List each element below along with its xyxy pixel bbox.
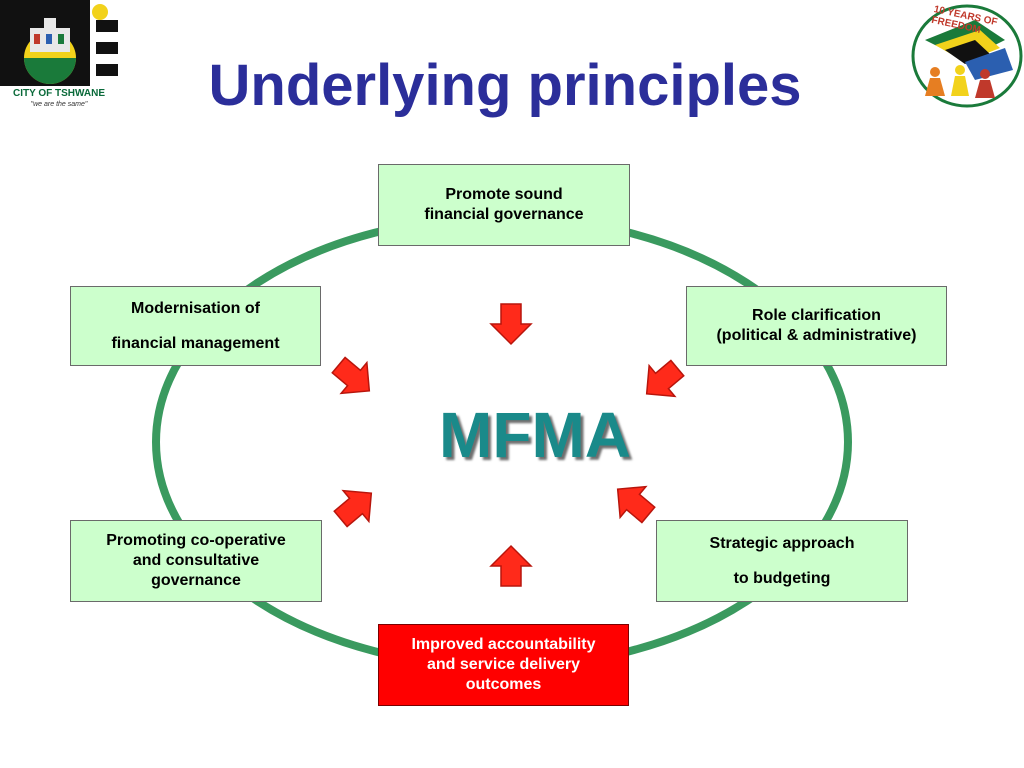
page-title: Underlying principles bbox=[208, 53, 802, 118]
arrow-from-upper-right bbox=[645, 359, 685, 398]
arrow-from-lower-right bbox=[616, 485, 656, 524]
city-of-tshwane-tagline: "we are the same" bbox=[30, 101, 88, 108]
arrow-from-upper-left bbox=[331, 356, 371, 395]
city-of-tshwane-logo bbox=[0, 0, 118, 86]
box-role-clarification: Role clarification (political & administ… bbox=[686, 286, 947, 366]
mfma-label: MFMA bbox=[439, 399, 631, 471]
box-co-operative-governance: Promoting co-operative and consultative … bbox=[70, 520, 322, 602]
arrow-from-lower-left bbox=[333, 489, 373, 528]
box-strategic-budgeting: Strategic approach to budgeting bbox=[656, 520, 908, 602]
city-of-tshwane-caption: CITY OF TSHWANE bbox=[12, 88, 106, 99]
ten-years-of-freedom-logo bbox=[911, 4, 1023, 108]
arrow-from-bottom bbox=[489, 544, 533, 587]
box-promote-sound-governance: Promote sound financial governance bbox=[378, 164, 630, 246]
box-modernisation: Modernisation of financial management bbox=[70, 286, 321, 366]
box-improved-accountability: Improved accountability and service deli… bbox=[378, 624, 629, 706]
arrow-from-top bbox=[489, 303, 533, 346]
